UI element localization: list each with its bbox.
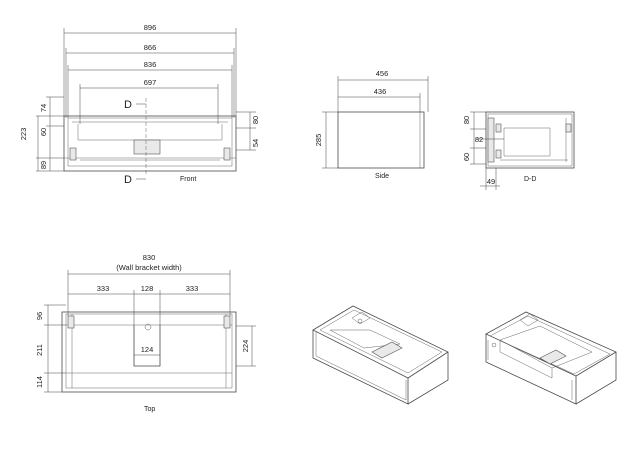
dim-front-697: 697 [144, 78, 157, 87]
front-inner-frame [67, 117, 233, 167]
iso1-top-face [312, 305, 449, 379]
dim-front-60: 60 [39, 128, 48, 136]
dim-front-80: 80 [251, 116, 260, 124]
dim-top-114: 114 [35, 376, 44, 388]
section-front-panel [487, 117, 495, 163]
dim-front-836: 836 [144, 60, 157, 69]
dim-dd-80: 80 [462, 116, 471, 124]
dim-top-333-left: 333 [97, 284, 110, 293]
dim-top-note: (Wall bracket width) [116, 263, 182, 272]
iso1-front-face [312, 330, 409, 405]
front-drawer-box [72, 121, 228, 141]
section-drawer-box [503, 127, 551, 157]
top-drain-hole [144, 323, 152, 331]
dim-top-211: 211 [35, 344, 44, 356]
dim-top-96: 96 [35, 312, 44, 320]
iso1-inner-drawer [329, 329, 401, 349]
front-left-bracket [69, 147, 77, 161]
iso2-front-face [485, 334, 577, 405]
dim-front-223: 223 [19, 128, 28, 141]
top-siphon-cutout [133, 325, 161, 367]
dim-top-830: 830 [143, 253, 156, 262]
caption-top: Top [144, 406, 155, 413]
dim-top-333-right: 333 [186, 284, 199, 293]
dim-side-285: 285 [314, 134, 323, 147]
section-marker-bottom: D [124, 174, 132, 186]
front-view: 896 866 836 697 D D 74 60 223 89 8 [19, 23, 260, 186]
top-view: 830 (Wall bracket width) 333 128 333 124… [35, 253, 256, 413]
iso1-side-face [407, 352, 449, 405]
dim-front-866: 866 [144, 43, 157, 52]
front-outline [63, 115, 237, 172]
dim-dd-60: 60 [462, 153, 471, 161]
dim-front-54: 54 [251, 139, 260, 147]
iso2-top-face [485, 311, 617, 377]
side-view: 456 436 285 Side [314, 69, 429, 180]
section-outline [485, 111, 575, 169]
caption-side: Side [375, 173, 389, 180]
section-marker-top: D [124, 99, 132, 111]
top-outline [61, 311, 237, 393]
dim-front-89: 89 [39, 161, 48, 169]
dim-front-896: 896 [144, 23, 157, 32]
dim-top-224: 224 [241, 340, 250, 353]
dim-side-456: 456 [376, 69, 389, 78]
caption-dd: D-D [524, 176, 536, 183]
iso2-open-drawer [499, 325, 593, 369]
dim-side-436: 436 [374, 87, 387, 96]
section-dd-view: 80 82 60 49 D-D [462, 111, 575, 190]
iso-view-closed [312, 305, 449, 405]
iso-view-open [485, 311, 617, 405]
front-siphon-cutout [133, 139, 161, 155]
dim-front-74: 74 [39, 104, 48, 112]
front-right-bracket [223, 147, 231, 161]
dim-top-128: 128 [141, 284, 154, 293]
dim-dd-82: 82 [475, 135, 483, 144]
side-outline [337, 111, 425, 169]
caption-front: Front [180, 176, 196, 183]
dim-dd-49: 49 [487, 177, 495, 186]
dim-top-124: 124 [141, 345, 154, 354]
iso2-side-face [575, 352, 617, 405]
